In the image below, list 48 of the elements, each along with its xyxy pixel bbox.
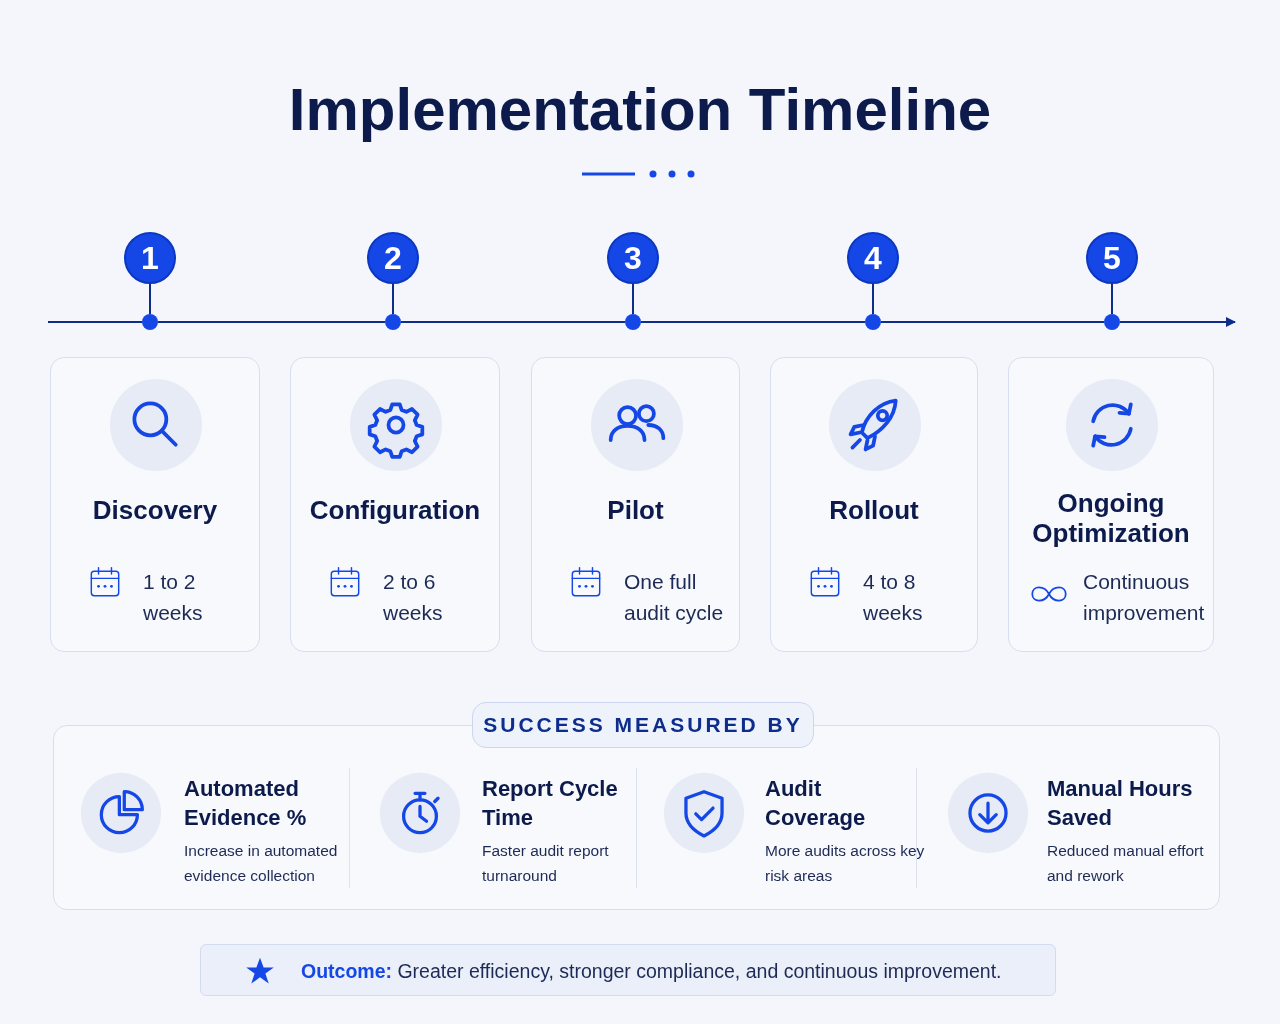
connector-line (1111, 283, 1113, 315)
timeline-line (880, 321, 1105, 323)
duration-text: Continuous improvement (1083, 569, 1206, 626)
step-number-badge: 1 (124, 232, 176, 284)
timeline-dot (142, 314, 158, 330)
timeline-dot (625, 314, 641, 330)
phase-title: Rollout (828, 495, 920, 525)
phase-card (50, 357, 260, 652)
outcome-text: Outcome: Greater efficiency, stronger compliance, and continuous improvement. (301, 959, 1003, 984)
step-number-badge: 4 (847, 232, 899, 284)
timeline-line (640, 321, 866, 323)
phase-title: Ongoing Optimization (1031, 488, 1191, 548)
step-number-badge: 3 (607, 232, 659, 284)
metric-description: Reduced manual effort and rework (1047, 841, 1205, 886)
metric-title: Audit Coverage (765, 775, 867, 832)
connector-line (392, 283, 394, 315)
duration-text: One full audit cycle (624, 569, 725, 626)
metric-description: Increase in automated evidence collection (184, 841, 339, 886)
step-number-badge: 5 (1086, 232, 1138, 284)
metric-title: Automated Evidence % (184, 775, 308, 832)
timeline-line (47, 321, 143, 323)
duration-text: 1 to 2 weeks (143, 569, 204, 626)
timeline-dot (865, 314, 881, 330)
phase-card (1008, 357, 1214, 652)
phase-title: Discovery (91, 495, 219, 525)
phase-card (531, 357, 740, 652)
timeline-line (400, 321, 626, 323)
outcome-banner (200, 944, 1056, 996)
connector-line (149, 283, 151, 315)
metric-title: Report Cycle Time (482, 775, 619, 832)
connector-line (872, 283, 874, 315)
page-title: Implementation Timeline (287, 75, 993, 144)
timeline-line (157, 321, 386, 323)
duration-text: 4 to 8 weeks (863, 569, 924, 626)
metric-title: Manual Hours Saved (1047, 775, 1194, 832)
timeline-dot (1104, 314, 1120, 330)
timeline-dot (385, 314, 401, 330)
metric-description: More audits across key risk areas (765, 841, 925, 886)
phase-card (770, 357, 978, 652)
metric-description: Faster audit report turnaround (482, 841, 610, 886)
duration-text: 2 to 6 weeks (383, 569, 444, 626)
timeline-arrow (1119, 317, 1236, 327)
step-number-badge: 2 (367, 232, 419, 284)
section-heading-pill: SUCCESS MEASURED BY (472, 702, 814, 748)
phase-title: Pilot (606, 495, 665, 525)
connector-line (632, 283, 634, 315)
phase-title: Configuration (308, 495, 482, 525)
phase-card (290, 357, 500, 652)
